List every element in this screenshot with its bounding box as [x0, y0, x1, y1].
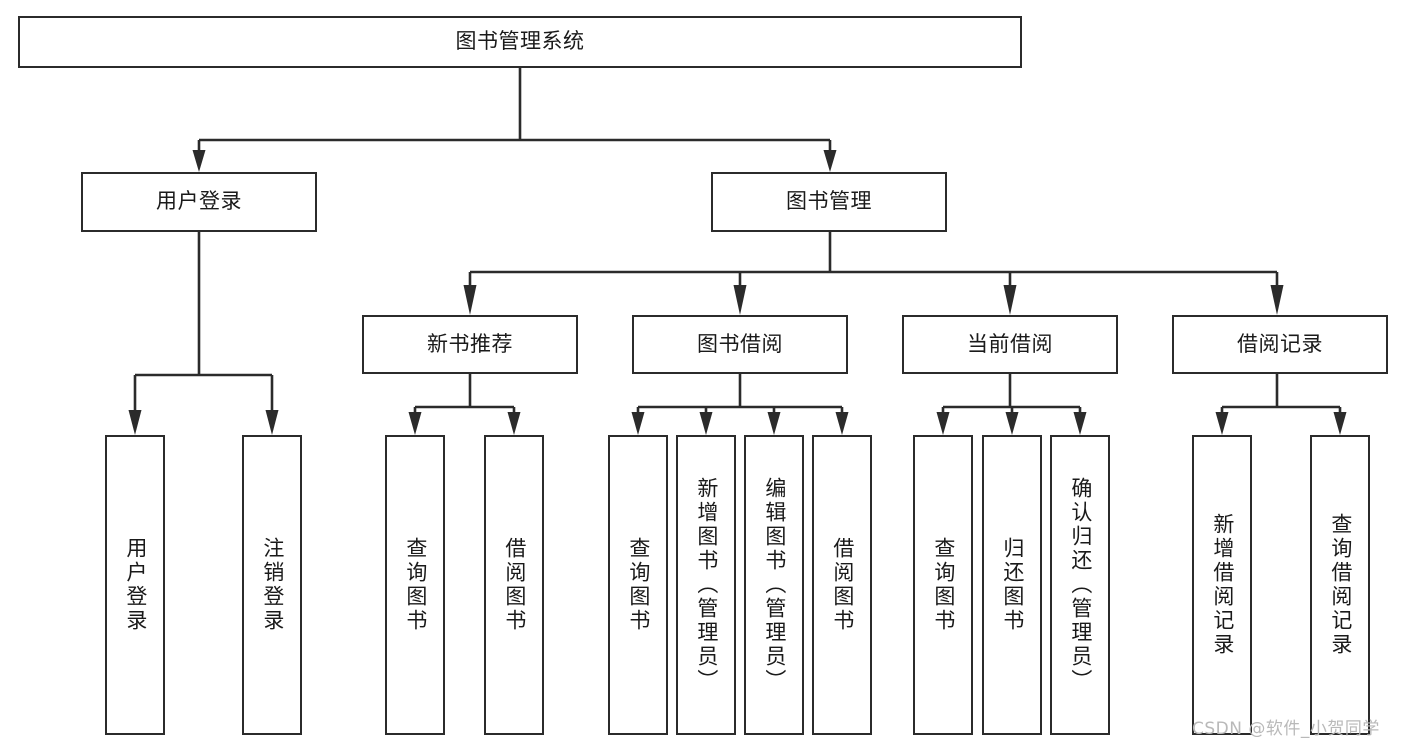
node-leaf-user-logout-label: 注销登录 [260, 537, 285, 633]
node-leaf-borrow-book-rec[interactable]: 借阅图书 [484, 435, 544, 735]
node-book-manage[interactable]: 图书管理 [711, 172, 947, 232]
node-leaf-query-book-borrow-label: 查询图书 [626, 537, 651, 633]
node-book-manage-label: 图书管理 [786, 189, 872, 214]
node-leaf-query-book-rec-label: 查询图书 [403, 537, 428, 633]
node-leaf-return-book-label: 归还图书 [1000, 537, 1025, 633]
node-borrow-record-label: 借阅记录 [1237, 331, 1323, 356]
node-leaf-add-book-admin-label: 新增图书（管理员） [694, 477, 719, 693]
node-leaf-query-book-current-label: 查询图书 [931, 537, 956, 633]
node-leaf-query-book-current[interactable]: 查询图书 [913, 435, 973, 735]
node-leaf-confirm-return-admin-label: 确认归还（管理员） [1068, 477, 1093, 693]
node-leaf-return-book[interactable]: 归还图书 [982, 435, 1042, 735]
node-leaf-user-login-label: 用户登录 [123, 537, 148, 633]
node-leaf-query-book-borrow[interactable]: 查询图书 [608, 435, 668, 735]
node-leaf-edit-book-admin-label: 编辑图书（管理员） [762, 477, 787, 693]
node-current-borrow-label: 当前借阅 [967, 331, 1053, 356]
csdn-watermark: CSDN @软件_小贺同学 [1192, 719, 1380, 739]
node-book-borrow[interactable]: 图书借阅 [632, 315, 848, 374]
node-borrow-record[interactable]: 借阅记录 [1172, 315, 1388, 374]
node-root-label: 图书管理系统 [455, 29, 585, 54]
node-user-login[interactable]: 用户登录 [81, 172, 317, 232]
node-root[interactable]: 图书管理系统 [18, 16, 1022, 68]
node-current-borrow[interactable]: 当前借阅 [902, 315, 1118, 374]
node-user-login-label: 用户登录 [156, 189, 242, 214]
node-leaf-add-book-admin[interactable]: 新增图书（管理员） [676, 435, 736, 735]
node-leaf-borrow-book[interactable]: 借阅图书 [812, 435, 872, 735]
node-book-borrow-label: 图书借阅 [697, 331, 783, 356]
node-leaf-query-borrow-record[interactable]: 查询借阅记录 [1310, 435, 1370, 735]
node-leaf-edit-book-admin[interactable]: 编辑图书（管理员） [744, 435, 804, 735]
node-leaf-user-logout[interactable]: 注销登录 [242, 435, 302, 735]
node-leaf-add-borrow-record[interactable]: 新增借阅记录 [1192, 435, 1252, 735]
node-new-book-recommend-label: 新书推荐 [427, 331, 513, 356]
node-leaf-query-borrow-record-label: 查询借阅记录 [1328, 513, 1353, 657]
node-leaf-borrow-book-rec-label: 借阅图书 [502, 537, 527, 633]
node-leaf-add-borrow-record-label: 新增借阅记录 [1210, 513, 1235, 657]
node-new-book-recommend[interactable]: 新书推荐 [362, 315, 578, 374]
node-leaf-borrow-book-label: 借阅图书 [830, 537, 855, 633]
node-leaf-confirm-return-admin[interactable]: 确认归还（管理员） [1050, 435, 1110, 735]
node-leaf-query-book-rec[interactable]: 查询图书 [385, 435, 445, 735]
node-leaf-user-login[interactable]: 用户登录 [105, 435, 165, 735]
